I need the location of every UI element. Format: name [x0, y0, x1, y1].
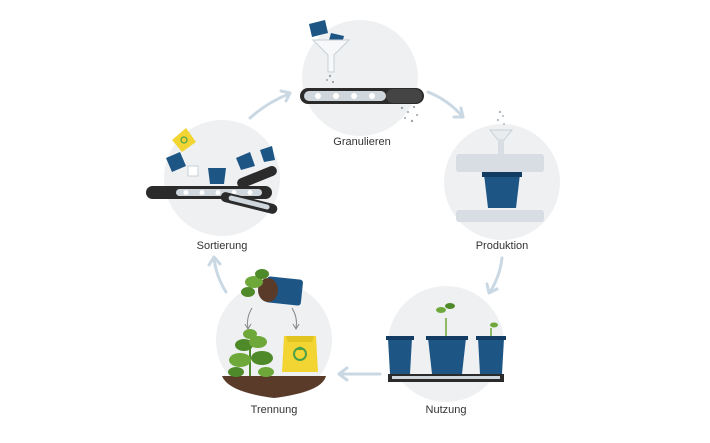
- pot-icon: [208, 168, 226, 184]
- pot-icon: [388, 338, 412, 374]
- soil-ground: [222, 376, 326, 398]
- arrowhead-5: [279, 89, 292, 103]
- sprout-icon: [436, 303, 455, 336]
- step-label-granulieren: Granulieren: [333, 136, 391, 148]
- step-label-produktion: Produktion: [475, 240, 529, 252]
- step-nutzung-illustration: [386, 286, 506, 402]
- falling-pot-icon: [166, 152, 186, 172]
- recycling-bag-icon: [172, 128, 196, 152]
- plant-icon: [228, 329, 274, 377]
- press-bottom-plate: [456, 210, 544, 222]
- granules: [326, 74, 418, 123]
- conveyor-belt-upper: [237, 166, 277, 188]
- cycle-arrows: [207, 89, 504, 382]
- arrow-sortierung-to-granulieren: [248, 92, 291, 120]
- falling-pot-icon: [260, 146, 275, 162]
- arrowhead-2: [485, 282, 499, 295]
- arrow-trennung-to-sortierung: [212, 256, 228, 294]
- press-top-plate: [456, 154, 544, 172]
- falling-pot-icon: [309, 20, 328, 37]
- step-label-trennung: Trennung: [250, 404, 298, 416]
- arrowhead-3: [337, 366, 349, 382]
- arrowhead-1: [452, 106, 465, 119]
- falling-pot-icon: [236, 152, 255, 170]
- pot-icon: [484, 174, 520, 208]
- step-trennung-illustration: [216, 269, 332, 398]
- funnel-icon: [311, 39, 351, 73]
- step-sortierung-illustration: [146, 120, 280, 236]
- sprout-icon: [490, 322, 498, 336]
- pot-icon: [428, 338, 466, 374]
- plant-with-rootball-icon: [241, 269, 303, 306]
- recycling-bag-icon: [282, 336, 318, 372]
- arrow-produktion-to-nutzung: [488, 256, 504, 294]
- pot-icon: [478, 338, 504, 374]
- arrowhead-4: [207, 255, 222, 267]
- step-label-nutzung: Nutzung: [425, 404, 467, 416]
- step-produktion-illustration: [444, 110, 560, 240]
- arrow-granulieren-to-produktion: [426, 90, 464, 118]
- step-granulieren-illustration: [300, 20, 424, 136]
- step-label-sortierung: Sortierung: [196, 240, 248, 252]
